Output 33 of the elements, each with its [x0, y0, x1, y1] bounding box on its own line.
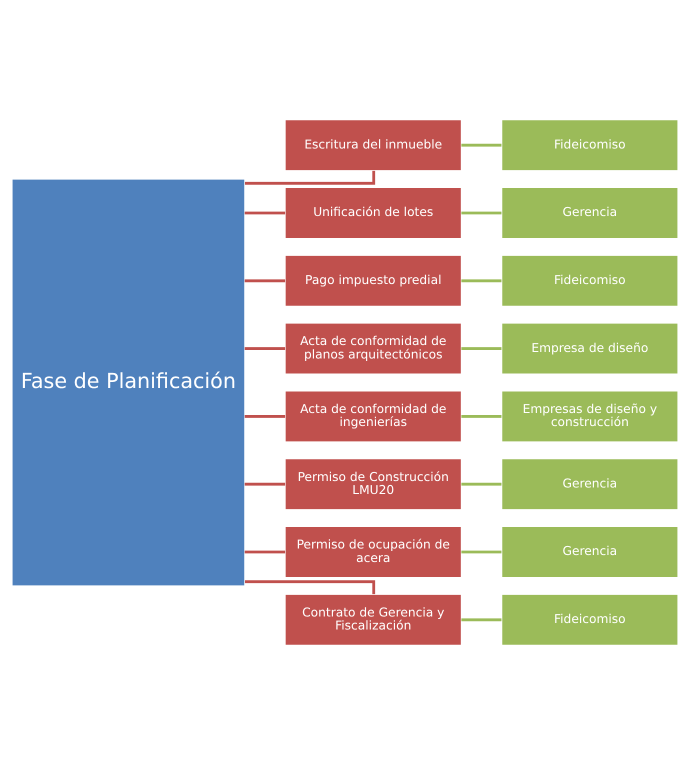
node-box: Fideicomiso — [501, 254, 678, 307]
node-box: Contrato de Gerencia y Fiscalización — [284, 594, 462, 646]
node-box: Unificación de lotes — [284, 187, 462, 239]
connector — [461, 144, 502, 147]
connector — [461, 550, 502, 554]
node-box: Permiso de ocupación de acera — [284, 526, 462, 578]
connector — [244, 170, 376, 185]
connector — [244, 414, 286, 418]
node-box: Empresas de diseño y construcción — [501, 390, 678, 442]
connector — [244, 279, 286, 282]
node-box: Pago impuesto predial — [284, 254, 462, 307]
node-box: Escritura del inmueble — [284, 119, 462, 172]
connector — [461, 618, 502, 622]
connector — [461, 347, 502, 350]
node-box: Gerencia — [501, 187, 678, 239]
connector — [461, 482, 502, 486]
connector — [244, 482, 286, 486]
node-box: Fase de Planificación — [12, 178, 246, 586]
node-box: Acta de conformidad de planos arquitectónicos — [284, 322, 462, 374]
node-box: Permiso de Construcción LMU20 — [284, 458, 462, 510]
connector — [461, 212, 502, 214]
connector — [244, 212, 286, 214]
node-box: Empresa de diseño — [501, 322, 678, 374]
node-box: Fideicomiso — [501, 119, 678, 172]
connector — [244, 347, 286, 350]
connector — [461, 279, 502, 282]
connector — [461, 414, 502, 418]
node-box: Acta de conformidad de ingenierías — [284, 390, 462, 442]
connector — [244, 550, 286, 554]
node-box: Gerencia — [501, 458, 678, 510]
node-box: Gerencia — [501, 526, 678, 578]
node-box: Fideicomiso — [501, 594, 678, 646]
connector — [244, 580, 376, 594]
